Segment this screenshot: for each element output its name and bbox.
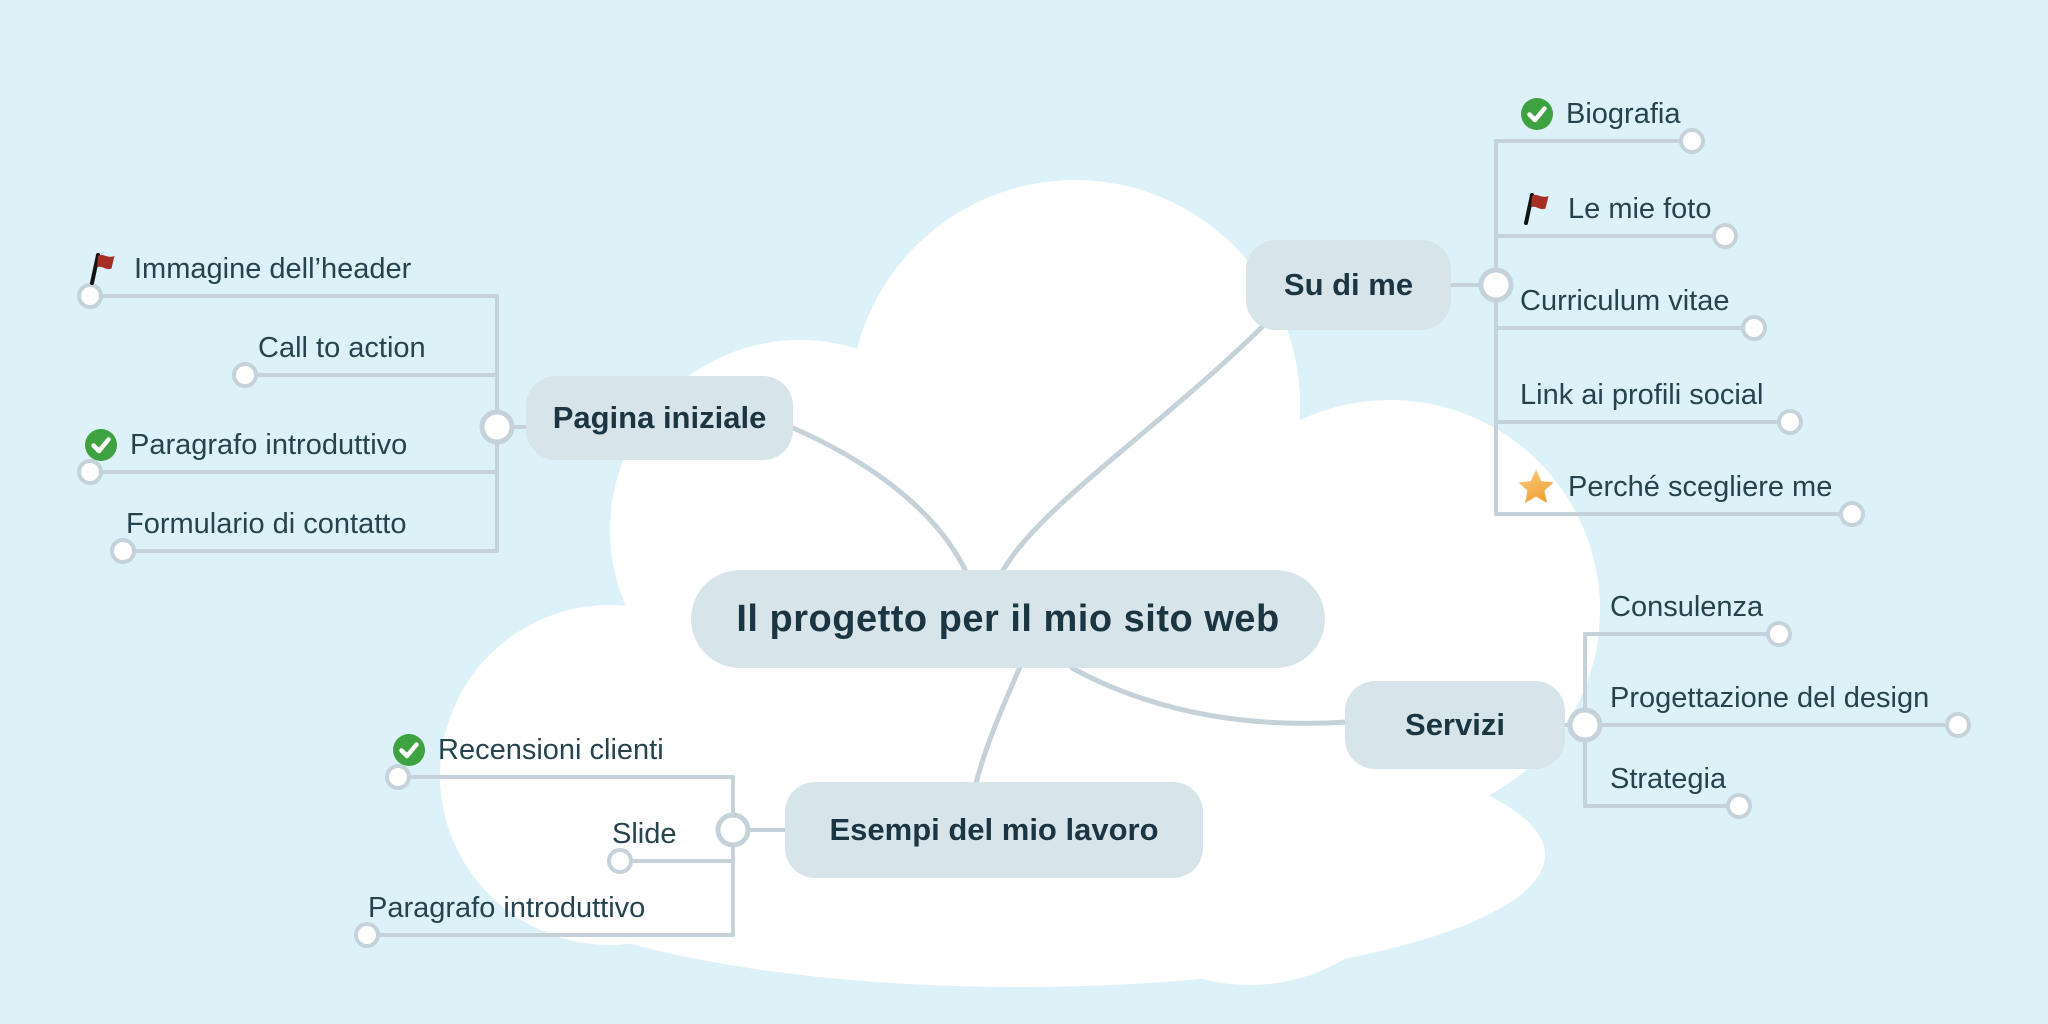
branch-handle-pagina-iniziale[interactable] xyxy=(479,409,515,445)
connector-central-to-servizi xyxy=(1069,665,1351,726)
subtopic-call-to-action[interactable]: Call to action xyxy=(258,325,426,371)
branch-handle-servizi[interactable] xyxy=(1567,707,1603,743)
subtopic-label: Slide xyxy=(612,817,677,850)
subtopic-formulario-di-contatto[interactable]: Formulario di contatto xyxy=(126,501,406,547)
subtopic-label: Strategia xyxy=(1610,762,1727,795)
subtopic-label: Le mie foto xyxy=(1568,192,1712,225)
subtopic-progettazione-del-design[interactable]: Progettazione del design xyxy=(1610,675,1929,721)
subtopic-curriculum-vitae[interactable]: Curriculum vitae xyxy=(1520,278,1730,324)
subtopic-label: Paragrafo introduttivo xyxy=(368,891,646,924)
subtopic-strategia[interactable]: Strategia xyxy=(1610,756,1726,802)
green-check-icon xyxy=(392,733,426,767)
green-check-icon xyxy=(84,428,118,462)
subtopic-label: Recensioni clienti xyxy=(438,733,664,766)
gold-star-icon xyxy=(1516,467,1556,507)
subtopic-label: Call to action xyxy=(258,331,426,364)
red-flag-icon xyxy=(86,251,122,287)
subtopic-paragrafo-introduttivo-1[interactable]: Paragrafo introduttivo xyxy=(84,422,407,468)
connector-central-to-esempi xyxy=(973,664,1023,786)
red-flag-icon xyxy=(1520,191,1556,227)
subtopic-label: Progettazione del design xyxy=(1610,681,1930,714)
subtopic-paragrafo-introduttivo-2[interactable]: Paragrafo introduttivo xyxy=(368,885,645,931)
connector-central-to-pagina-iniziale xyxy=(790,425,971,579)
subtopic-immagine-dell-header[interactable]: Immagine dell’header xyxy=(86,246,411,292)
subtopic-label: Link ai profili social xyxy=(1520,378,1764,411)
bracket-su-di-me xyxy=(1446,139,1854,516)
branch-node-esempi[interactable]: Esempi del mio lavoro xyxy=(785,782,1203,878)
central-topic-node[interactable]: Il progetto per il mio sito web xyxy=(691,570,1325,668)
green-check-icon xyxy=(1520,97,1554,131)
subtopic-recensioni-clienti[interactable]: Recensioni clienti xyxy=(392,727,664,773)
subtopic-label: Paragrafo introduttivo xyxy=(130,428,408,461)
branch-handle-esempi[interactable] xyxy=(715,812,751,848)
branch-handle-su-di-me[interactable] xyxy=(1478,267,1514,303)
subtopic-label: Perché scegliere me xyxy=(1568,470,1833,503)
connector-central-to-su-di-me xyxy=(997,324,1265,579)
branch-node-su-di-me[interactable]: Su di me xyxy=(1246,240,1451,330)
subtopic-le-mie-foto[interactable]: Le mie foto xyxy=(1520,186,1711,232)
subtopic-connector-dots xyxy=(77,128,1971,948)
subtopic-biografia[interactable]: Biografia xyxy=(1520,91,1680,137)
subtopic-label: Consulenza xyxy=(1610,590,1764,623)
branch-node-servizi[interactable]: Servizi xyxy=(1345,681,1565,769)
subtopic-consulenza[interactable]: Consulenza xyxy=(1610,584,1763,630)
subtopic-label: Formulario di contatto xyxy=(126,507,407,540)
subtopic-label: Biografia xyxy=(1566,97,1681,130)
subtopic-slide[interactable]: Slide xyxy=(612,811,677,857)
subtopic-label: Curriculum vitae xyxy=(1520,284,1730,317)
subtopic-label: Immagine dell’header xyxy=(134,252,412,285)
subtopic-perche-scegliere-me[interactable]: Perché scegliere me xyxy=(1516,464,1832,510)
branch-node-pagina-iniziale[interactable]: Pagina iniziale xyxy=(526,376,793,460)
subtopic-link-ai-profili-social[interactable]: Link ai profili social xyxy=(1520,372,1763,418)
